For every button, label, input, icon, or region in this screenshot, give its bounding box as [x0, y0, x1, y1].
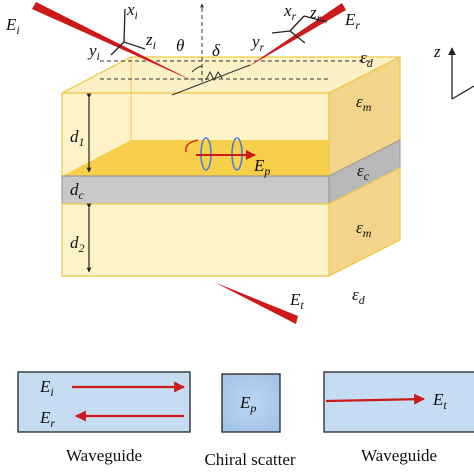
panel-right-caption: Waveguide: [361, 446, 437, 465]
panel-left-er: Er: [39, 408, 55, 430]
layered-slab: [61, 55, 401, 278]
label-eps-m-top: εm: [356, 92, 372, 114]
chiral-dipole: [185, 137, 256, 171]
slab-front-lower: [61, 203, 330, 277]
label-eps-d-bottom: εd: [352, 285, 366, 307]
panel-left-ei: Ei: [39, 377, 54, 399]
label-delta: δ: [212, 41, 221, 60]
panel-right-et: Et: [432, 390, 447, 412]
label-ei: Ei: [5, 15, 20, 37]
label-er: Er: [344, 10, 360, 32]
label-yi: yi: [87, 41, 100, 63]
incident-beam: [32, 2, 195, 82]
label-z-axis: z: [433, 42, 441, 61]
panel-left-caption: Waveguide: [66, 446, 142, 465]
label-eps-c: εc: [357, 161, 370, 183]
incident-axes: [110, 8, 146, 56]
panel-center: Ep Chiral scatter: [204, 373, 296, 469]
reflected-axes: [271, 15, 328, 44]
label-ep: Ep: [253, 156, 270, 178]
panel-center-caption: Chiral scatter: [204, 450, 295, 469]
theta-arc: [191, 65, 203, 73]
coordinate-axis: [448, 47, 474, 100]
chiral-top-plane: [62, 140, 400, 176]
chiral-layer-front: [61, 175, 330, 205]
label-theta: θ: [176, 36, 184, 55]
label-yr: yr: [250, 32, 265, 54]
panel-center-ep: Ep: [239, 393, 256, 415]
label-xi: xi: [126, 0, 138, 22]
transmitted-beam: [214, 282, 298, 324]
label-xr: xr: [283, 1, 297, 23]
x-axis-line: [451, 85, 474, 100]
label-d2: d2: [70, 233, 85, 255]
label-zr: zr: [309, 3, 322, 25]
rotation-arc: [185, 139, 199, 153]
surface-line: [171, 64, 251, 96]
delta-mark: [205, 70, 223, 82]
waveguide-box-left: [17, 371, 191, 433]
label-d1: d1: [70, 127, 85, 149]
panel-right: Et Waveguide: [323, 371, 474, 465]
reference-lines: [100, 3, 370, 96]
et-arrow: [325, 393, 426, 405]
panel-left: Ei Er Waveguide: [17, 371, 191, 465]
label-eps-m-bottom: εm: [356, 218, 372, 240]
diagram-labels: Ei xi yi zi θ δ xr zr Er yr εd εm εc εm …: [5, 0, 441, 312]
label-dc: dc: [70, 180, 85, 202]
label-eps-d-top: εd: [360, 48, 374, 70]
label-et: Et: [289, 290, 304, 312]
chiral-scatter-box: [221, 373, 281, 433]
label-zi: zi: [145, 30, 156, 52]
waveguide-box-right: [323, 371, 474, 433]
